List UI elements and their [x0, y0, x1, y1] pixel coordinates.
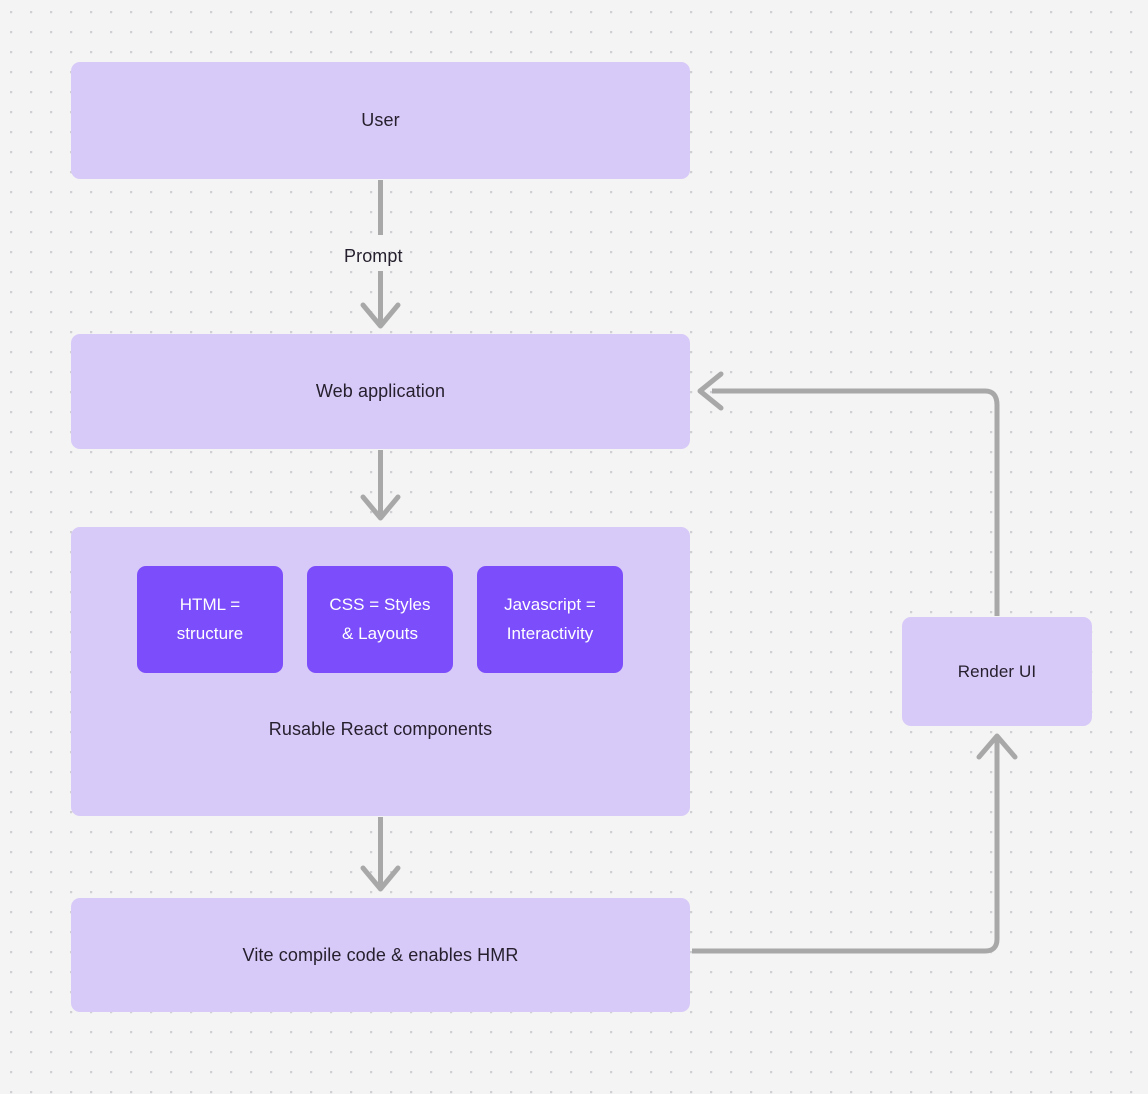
node-vite-compile[interactable]: Vite compile code & enables HMR: [71, 898, 690, 1012]
node-reusable-react-components-caption: Rusable React components: [268, 719, 493, 739]
chip-css[interactable]: CSS = Styles & Layouts: [307, 566, 453, 673]
node-render-ui-label: Render UI: [957, 661, 1037, 681]
node-vite-compile-label: Vite compile code & enables HMR: [242, 944, 519, 965]
node-user-label: User: [361, 110, 400, 131]
node-web-application-label: Web application: [315, 381, 446, 402]
edge-vite-to-render: [692, 738, 1000, 954]
node-render-ui[interactable]: Render UI: [902, 617, 1092, 726]
node-reusable-react-components[interactable]: HTML = structure CSS = Styles & Layouts …: [71, 527, 690, 816]
edge-label-prompt: Prompt: [344, 246, 403, 266]
chip-html-label: HTML = structure: [176, 594, 244, 643]
arrowhead-render-to-webapp: [697, 371, 724, 411]
edge-render-to-webapp: [712, 388, 1000, 616]
chip-javascript[interactable]: Javascript = Interactivity: [477, 566, 623, 673]
chip-css-label: CSS = Styles & Layouts: [329, 594, 431, 643]
arrowhead-vite-to-render: [976, 733, 1018, 760]
arrowhead-components-to-vite: [360, 865, 401, 892]
arrowhead-webapp-to-components: [360, 494, 401, 521]
node-user[interactable]: User: [71, 62, 690, 179]
arrowhead-user-to-webapp: [360, 302, 401, 329]
chip-javascript-label: Javascript = Interactivity: [504, 594, 596, 643]
chip-html[interactable]: HTML = structure: [137, 566, 283, 673]
node-web-application[interactable]: Web application: [71, 334, 690, 449]
